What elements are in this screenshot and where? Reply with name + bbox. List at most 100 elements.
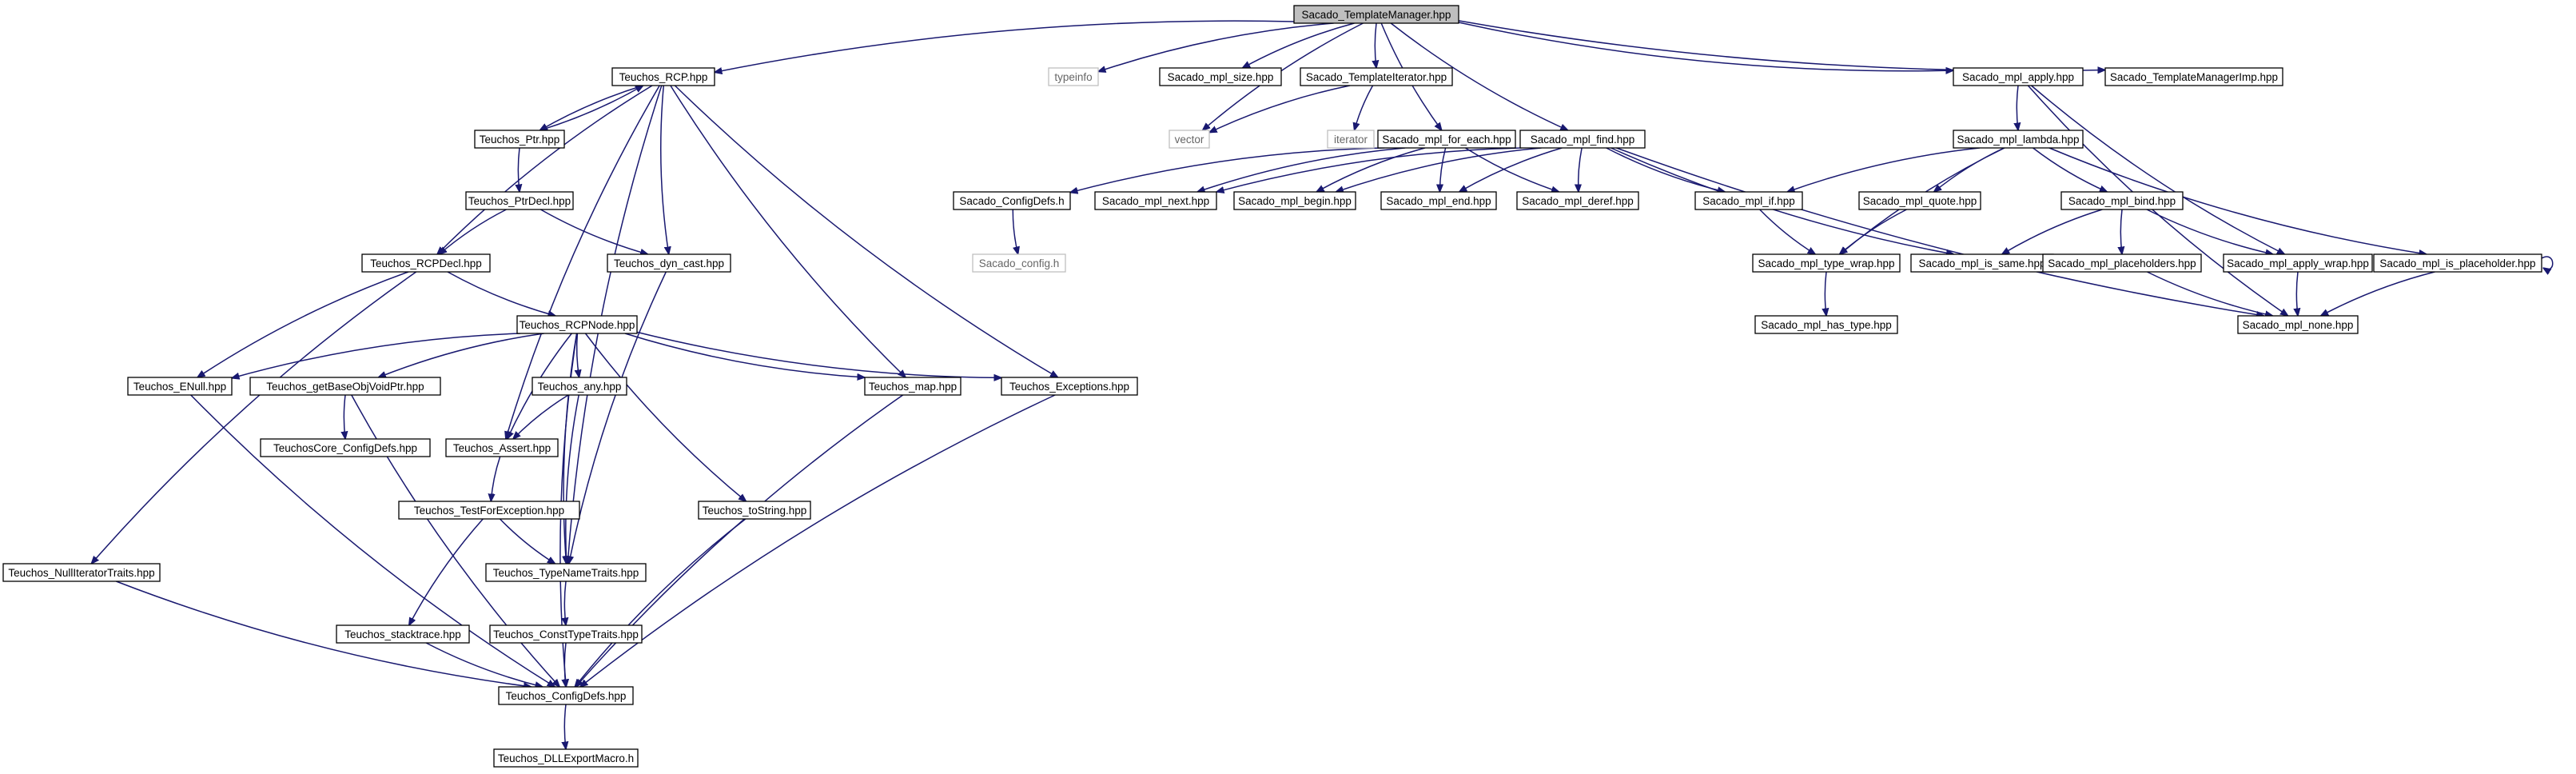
node-teuchos-rcpdecl[interactable]: Teuchos_RCPDecl.hpp — [361, 253, 491, 273]
node-sacado-mpl-placeholders[interactable]: Sacado_mpl_placeholders.hpp — [2042, 253, 2202, 273]
node-box — [1380, 191, 1497, 210]
node-sacado-mpl-for-each[interactable]: Sacado_mpl_for_each.hpp — [1377, 130, 1516, 149]
edge-lambda-to-bind — [2033, 147, 2108, 192]
node-label: typeinfo — [1054, 71, 1092, 83]
node-label: Sacado_TemplateIterator.hpp — [1306, 71, 1447, 83]
edge-enull-to-configdefs — [190, 394, 555, 687]
node-teuchos-assert[interactable]: Teuchos_Assert.hpp — [445, 438, 559, 457]
node-typeinfo[interactable]: typeinfo — [1048, 67, 1099, 86]
node-sacado-mpl-find[interactable]: Sacado_mpl_find.hpp — [1519, 130, 1646, 149]
node-sacado-mpl-is-placeholder[interactable]: Sacado_mpl_is_placeholder.hpp — [2373, 253, 2542, 273]
edge-apply-to-lambda — [2017, 85, 2018, 130]
edge-consttype-to-configdefs — [564, 642, 566, 687]
edge-foreach-to-end — [1439, 147, 1447, 192]
node-teuchos-dyn-cast[interactable]: Teuchos_dyn_cast.hpp — [607, 253, 731, 273]
edge-exceptions-to-configdefs — [580, 394, 1056, 687]
edge-apply-to-applywrap — [2031, 85, 2285, 254]
node-sacado-mpl-end[interactable]: Sacado_mpl_end.hpp — [1380, 191, 1497, 210]
node-box — [1752, 253, 1901, 273]
node-teuchoscore-configdefs[interactable]: TeuchosCore_ConfigDefs.hpp — [260, 438, 431, 457]
node-box — [1300, 67, 1453, 86]
node-box — [1048, 67, 1099, 86]
edge-getbase-to-coreconfig — [344, 394, 345, 439]
edge-rcp-to-rcpdecl — [437, 85, 653, 254]
node-teuchos-getbaseobjvoidptr[interactable]: Teuchos_getBaseObjVoidPtr.hpp — [249, 377, 441, 396]
node-label: Teuchos_Assert.hpp — [453, 442, 551, 454]
edge-rcp-to-ptr — [539, 85, 643, 130]
node-sacado-mpl-if[interactable]: Sacado_mpl_if.hpp — [1694, 191, 1803, 210]
node-vector[interactable]: vector — [1169, 130, 1210, 149]
edge-find-to-begin — [1336, 147, 1542, 192]
node-sacado-mpl-size[interactable]: Sacado_mpl_size.hpp — [1159, 67, 1282, 86]
edge-root-to-typeinfo — [1098, 22, 1334, 72]
node-label: Teuchos_any.hpp — [538, 381, 622, 393]
node-box — [1094, 191, 1217, 210]
node-teuchos-rcp[interactable]: Teuchos_RCP.hpp — [611, 67, 715, 86]
node-label: Sacado_mpl_next.hpp — [1102, 195, 1209, 207]
edge-root-to-size — [1243, 22, 1355, 68]
node-label: Sacado_mpl_type_wrap.hpp — [1758, 257, 1894, 269]
node-label: Sacado_mpl_quote.hpp — [1863, 195, 1977, 207]
node-sacado-mpl-has-type[interactable]: Sacado_mpl_has_type.hpp — [1754, 315, 1898, 334]
node-box — [474, 130, 565, 149]
node-label: Sacado_mpl_begin.hpp — [1238, 195, 1352, 207]
node-sacado-mpl-is-same[interactable]: Sacado_mpl_is_same.hpp — [1910, 253, 2054, 273]
node-box — [398, 501, 580, 520]
node-box — [485, 563, 647, 582]
node-sacado-mpl-begin[interactable]: Sacado_mpl_begin.hpp — [1233, 191, 1356, 210]
edge-rcpnode-to-tostring — [584, 333, 747, 501]
node-sacado-mpl-apply-wrap[interactable]: Sacado_mpl_apply_wrap.hpp — [2223, 253, 2373, 273]
node-label: Sacado_mpl_bind.hpp — [2068, 195, 2176, 207]
node-box — [1377, 130, 1516, 149]
node-teuchos-enull[interactable]: Teuchos_ENull.hpp — [127, 377, 233, 396]
node-label: Teuchos_RCP.hpp — [619, 71, 708, 83]
node-sacado-mpl-bind[interactable]: Sacado_mpl_bind.hpp — [2060, 191, 2184, 210]
node-teuchos-nulliteratortraits[interactable]: Teuchos_NullIteratorTraits.hpp — [2, 563, 161, 582]
node-sacado-templatemanager[interactable]: Sacado_TemplateManager.hpp — [1293, 5, 1459, 24]
node-iterator[interactable]: iterator — [1327, 130, 1375, 149]
node-teuchos-consttypetraits[interactable]: Teuchos_ConstTypeTraits.hpp — [489, 624, 643, 644]
edge-root-to-apply — [1458, 22, 1953, 71]
node-sacado-config-h[interactable]: Sacado_config.h — [972, 253, 1066, 273]
node-sacado-configdefs-h[interactable]: Sacado_ConfigDefs.h — [953, 191, 1071, 210]
node-teuchos-ptr[interactable]: Teuchos_Ptr.hpp — [474, 130, 565, 149]
node-teuchos-stacktrace[interactable]: Teuchos_stacktrace.hpp — [336, 624, 470, 644]
node-teuchos-rcpnode[interactable]: Teuchos_RCPNode.hpp — [516, 315, 638, 334]
node-sacado-mpl-next[interactable]: Sacado_mpl_next.hpp — [1094, 191, 1217, 210]
edge-find-to-issame — [1610, 147, 1954, 254]
node-label: Sacado_mpl_for_each.hpp — [1382, 134, 1511, 146]
node-sacado-mpl-none[interactable]: Sacado_mpl_none.hpp — [2237, 315, 2359, 334]
node-box — [953, 191, 1071, 210]
node-teuchos-ptrdecl[interactable]: Teuchos_PtrDecl.hpp — [465, 191, 574, 210]
node-sacado-mpl-quote[interactable]: Sacado_mpl_quote.hpp — [1858, 191, 1981, 210]
edge-ptr-to-rcp — [539, 86, 643, 131]
node-sacado-mpl-type-wrap[interactable]: Sacado_mpl_type_wrap.hpp — [1752, 253, 1901, 273]
node-label: Sacado_mpl_end.hpp — [1386, 195, 1491, 207]
node-teuchos-map[interactable]: Teuchos_map.hpp — [864, 377, 962, 396]
edge-ptrdecl-to-rcpdecl — [440, 209, 507, 254]
edge-find-to-deref — [1579, 147, 1583, 192]
node-teuchos-typenametraits[interactable]: Teuchos_TypeNameTraits.hpp — [485, 563, 647, 582]
node-teuchos-dllexportmacro[interactable]: Teuchos_DLLExportMacro.h — [493, 748, 639, 768]
node-teuchos-exceptions[interactable]: Teuchos_Exceptions.hpp — [1001, 377, 1138, 396]
node-sacado-templatemanagerimp[interactable]: Sacado_TemplateManagerImp.hpp — [2104, 67, 2283, 86]
node-teuchos-configdefs[interactable]: Teuchos_ConfigDefs.hpp — [498, 686, 634, 705]
edge-find-to-end — [1459, 147, 1563, 192]
node-box — [249, 377, 441, 396]
node-sacado-templateiterator[interactable]: Sacado_TemplateIterator.hpp — [1300, 67, 1453, 86]
node-sacado-mpl-apply[interactable]: Sacado_mpl_apply.hpp — [1953, 67, 2084, 86]
node-sacado-mpl-deref[interactable]: Sacado_mpl_deref.hpp — [1516, 191, 1639, 210]
node-label: Sacado_mpl_has_type.hpp — [1761, 319, 1892, 331]
node-teuchos-testforexception[interactable]: Teuchos_TestForException.hpp — [398, 501, 580, 520]
edge-rcpnode-to-map — [624, 333, 865, 377]
node-teuchos-any[interactable]: Teuchos_any.hpp — [532, 377, 627, 396]
node-sacado-mpl-lambda[interactable]: Sacado_mpl_lambda.hpp — [1953, 130, 2084, 149]
edge-nulliter-to-configdefs — [116, 580, 531, 687]
node-box — [445, 438, 559, 457]
node-teuchos-tostring[interactable]: Teuchos_toString.hpp — [698, 501, 811, 520]
edge-placeholders-to-none — [2147, 271, 2272, 316]
node-label: Teuchos_Ptr.hpp — [480, 134, 560, 146]
node-label: Teuchos_RCPDecl.hpp — [370, 257, 482, 269]
node-box — [2104, 67, 2283, 86]
edge-titer-to-vector — [1209, 85, 1351, 133]
